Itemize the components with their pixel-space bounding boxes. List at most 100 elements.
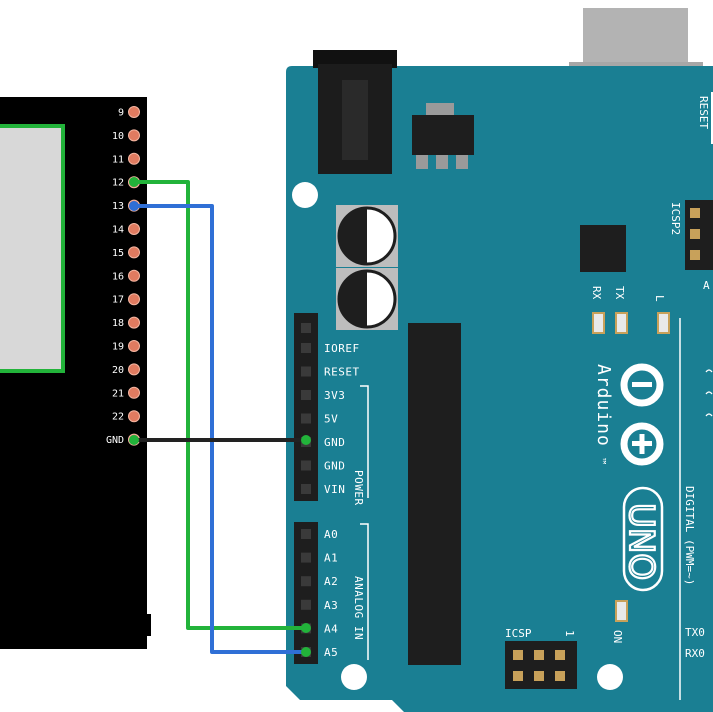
wire-end-black <box>301 435 311 445</box>
power-header-hole <box>301 343 311 353</box>
icsp-header <box>505 641 577 689</box>
module-pin-pad <box>128 410 140 423</box>
power-label: POWER <box>352 470 365 506</box>
wire-blue-13-to-a5 <box>132 204 308 654</box>
uno-model-label: UNO <box>621 503 661 580</box>
power-pin-label: GND <box>324 436 345 449</box>
module-pin-pad <box>128 386 140 399</box>
tx-led <box>615 312 628 334</box>
module-pin-label: 22 <box>112 412 124 423</box>
analog-pin-label: A0 <box>324 528 338 541</box>
tilde-mark <box>705 391 713 395</box>
module-pin-pad <box>128 223 140 235</box>
icsp-pin <box>555 650 565 660</box>
module-pin-pad <box>128 293 140 306</box>
tx0-label: TX0 <box>685 626 705 639</box>
module-pin-label: 13 <box>112 201 124 212</box>
analog-header-hole <box>301 576 311 587</box>
power-pin-label: 5V <box>324 413 338 426</box>
wire-end-green <box>129 177 139 187</box>
module-pin-label: 15 <box>112 248 124 259</box>
module-pin-pad <box>128 269 140 282</box>
mounting-hole <box>597 664 623 690</box>
wire-end-blue <box>301 647 311 657</box>
wire-green-12-to-a4 <box>132 180 308 630</box>
power-header-hole <box>301 413 311 424</box>
on-led <box>615 600 628 622</box>
module-pin-label: 17 <box>112 295 124 306</box>
module-pin-label: 21 <box>112 388 124 399</box>
trademark-label: ™ <box>595 458 608 465</box>
icsp-pin <box>534 650 544 660</box>
power-header-hole <box>301 366 311 377</box>
wire-end-blue <box>129 201 139 211</box>
module-pin-label: 12 <box>112 178 124 189</box>
module-pin-label: 11 <box>112 154 124 165</box>
module-pin-pad <box>128 106 140 118</box>
voltage-regulator <box>412 115 474 155</box>
reset-bracket-bar <box>711 92 713 144</box>
icsp-pin1-label: 1 <box>563 630 576 637</box>
analog-pin-label: A5 <box>324 646 338 659</box>
power-header <box>294 313 318 501</box>
module-pin-label: 14 <box>112 225 124 236</box>
power-bracket <box>360 385 369 498</box>
tx-label: TX <box>613 286 626 300</box>
icsp2-pin <box>690 250 700 260</box>
power-pin-label: 3V3 <box>324 389 345 402</box>
analog-pin-label: A3 <box>324 599 338 612</box>
module-pin-pad <box>128 129 140 142</box>
capacitor <box>336 268 398 330</box>
module-pin-label: 20 <box>112 365 124 376</box>
rx-label: RX <box>590 286 603 300</box>
microcontroller-chip <box>408 323 461 665</box>
module-pin-label: 10 <box>112 131 124 142</box>
module-pin-label: 19 <box>112 342 124 353</box>
icsp-pin <box>513 671 523 681</box>
module-pin-pad <box>128 363 140 376</box>
power-pin-label: VIN <box>324 483 345 496</box>
a-label: A <box>703 279 710 292</box>
arduino-logo <box>620 363 664 466</box>
icsp2-pin <box>690 208 700 218</box>
module-pin-label: 9 <box>118 108 124 119</box>
wires <box>129 177 311 657</box>
module-pin-label: 18 <box>112 318 124 329</box>
regulator-leg <box>436 155 448 169</box>
power-header-hole <box>301 460 311 471</box>
mounting-hole <box>292 182 318 208</box>
icsp-pin <box>534 671 544 681</box>
regulator-tab <box>426 103 454 115</box>
module-pin-pad <box>128 340 140 352</box>
dc-power-jack-slot <box>342 80 368 160</box>
regulator-leg <box>456 155 468 169</box>
wire-end-green <box>301 623 311 633</box>
icsp-pin <box>555 671 565 681</box>
module-pin-label: 16 <box>112 271 124 282</box>
icsp-pin <box>513 650 523 660</box>
power-pin-label: RESET <box>324 366 360 379</box>
module-pin-pad <box>128 152 140 165</box>
uno-badge <box>622 486 664 592</box>
reset-label: RESET <box>697 96 710 129</box>
l-label: L <box>653 295 666 302</box>
analog-header-hole <box>301 552 311 563</box>
arduino-brand-label: Arduino <box>593 364 614 447</box>
module-notch <box>140 614 151 636</box>
power-header-hole <box>301 323 311 333</box>
power-pin-label: GND <box>324 460 345 473</box>
wire-end-black <box>129 435 139 445</box>
analog-header-hole <box>301 599 311 610</box>
module-screen <box>0 124 65 373</box>
icsp2-label: ICSP2 <box>669 202 682 235</box>
tilde-mark <box>705 369 713 373</box>
module-pin-label: GND <box>106 435 124 446</box>
power-header-hole <box>301 390 311 400</box>
rx0-label: RX0 <box>685 647 705 660</box>
usb-interface-chip <box>580 225 626 272</box>
analog-pin-label: A2 <box>324 575 338 588</box>
